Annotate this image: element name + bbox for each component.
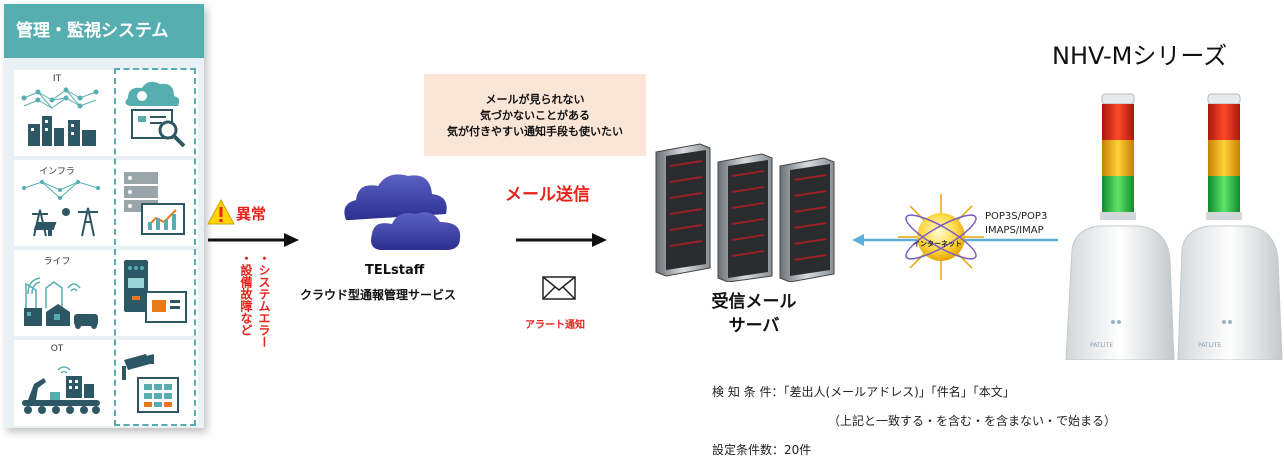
server-label-line-2: サーバ xyxy=(728,316,780,336)
signal-tower-image xyxy=(1065,93,1283,360)
detection-match-types: （上記と一致する・を含む・を含まない・で始まる） xyxy=(828,414,1117,428)
row-label: IT xyxy=(52,74,62,84)
alert-label: アラート通知 xyxy=(525,320,585,331)
product-title: NHV-Mシリーズ xyxy=(1052,42,1228,70)
cause-system-error: ・システムエラー xyxy=(257,252,271,348)
tower-right xyxy=(1177,93,1283,360)
row-ot: OT xyxy=(14,340,198,426)
note-line-3: 気が付きやすい通知手段も使いたい xyxy=(447,125,623,138)
row-label: OT xyxy=(50,344,64,354)
cause-equipment-failure: ・設備故障など xyxy=(239,252,253,336)
row-label: インフラ xyxy=(39,167,75,177)
smart-home-icon xyxy=(24,277,98,329)
protocols: POP3S/POP3 IMAPS/IMAP xyxy=(985,210,1047,238)
row-life: ライフ xyxy=(14,250,198,336)
power-grid-icon xyxy=(22,180,100,237)
brand-label-right: PATLITE xyxy=(1198,342,1222,349)
note-line-2: 気づかないことがある xyxy=(480,109,590,122)
warning-icon xyxy=(207,198,235,225)
envelope-icon xyxy=(542,276,576,300)
camera-monitor-icon xyxy=(122,354,179,413)
brand-label-left: PATLITE xyxy=(1090,342,1114,349)
cloud-name: TELstaff xyxy=(365,263,425,278)
dashed-highlight-frame xyxy=(114,68,196,426)
arrow-right-icon xyxy=(208,233,299,247)
note-box: メールが見られない 気づかないことがある 気が付きやすい通知手段も使いたい xyxy=(424,74,646,156)
server-rack-icon xyxy=(655,143,835,282)
anomaly-label: 異常 xyxy=(236,205,267,223)
cloud-subtitle: クラウド型通報管理サービス xyxy=(300,288,457,302)
server-monitor-icon xyxy=(124,172,185,235)
city-network-icon xyxy=(21,87,99,146)
arrow-right-icon xyxy=(516,233,607,247)
condition-count: 設定条件数：20件 xyxy=(712,443,812,457)
internet-label: インターネット xyxy=(913,240,962,248)
monitoring-system-panel: 管理・監視システム IT xyxy=(4,4,204,428)
row-infra: インフラ xyxy=(14,160,198,246)
detection-conditions: 検 知 条 件：「差出人(メールアドレス)」「件名」「本文」 xyxy=(712,385,1015,399)
protocol-imap: IMAPS/IMAP xyxy=(985,225,1044,236)
control-panel-icon xyxy=(124,260,187,323)
protocol-pop: POP3S/POP3 xyxy=(985,211,1048,222)
server-label-line-1: 受信メール xyxy=(711,292,797,312)
internet-globe-icon xyxy=(898,194,984,280)
row-label: ライフ xyxy=(43,257,71,267)
row-it: IT xyxy=(14,70,198,156)
tower-left xyxy=(1065,93,1175,360)
server-label: 受信メール サーバ xyxy=(694,290,814,338)
panel-title: 管理・監視システム xyxy=(4,4,204,58)
factory-line-icon xyxy=(22,366,100,414)
server-2 xyxy=(717,153,773,282)
cloud-analytics-icon xyxy=(125,81,186,148)
server-1 xyxy=(655,143,711,277)
mail-send-label: メール送信 xyxy=(505,185,590,205)
note-line-1: メールが見られない xyxy=(485,93,585,106)
server-3 xyxy=(779,157,835,282)
cloud-icon xyxy=(344,174,461,250)
